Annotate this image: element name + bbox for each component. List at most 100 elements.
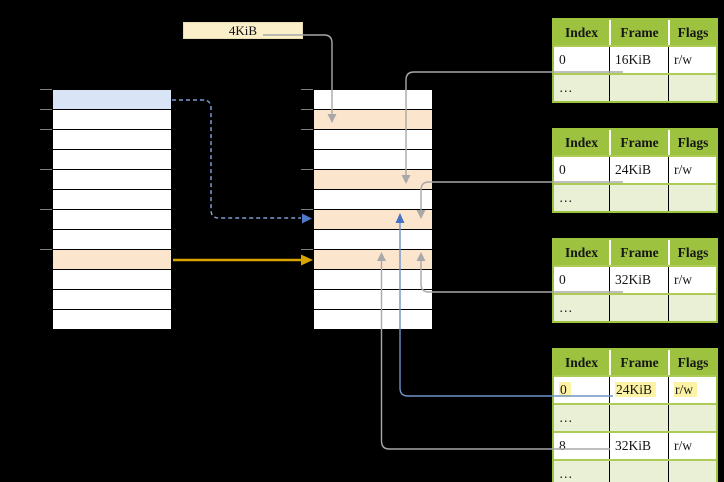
physical-frame-row: [314, 130, 432, 150]
table-cell: 0: [559, 272, 566, 287]
address-tick-physical: [301, 169, 313, 170]
physical-frame-row: [314, 250, 432, 270]
header-cell-flags: Flags: [668, 130, 716, 155]
table-cell: [668, 461, 716, 482]
address-tick-virtual: [40, 169, 52, 170]
header-cell-frame: Frame: [609, 240, 668, 265]
virtual-page-row: [53, 270, 171, 290]
address-tick-virtual: [40, 89, 52, 90]
physical-frame-row: [314, 190, 432, 210]
virtual-memory-map: [52, 89, 172, 330]
highlighted-value: 0: [559, 382, 571, 397]
address-tick-virtual: [40, 249, 52, 250]
physical-frame-row: [314, 310, 432, 329]
highlighted-value: 24KiB: [615, 382, 657, 397]
physical-frame-row: [314, 90, 432, 110]
table-cell: r/w: [668, 377, 716, 403]
table-cell: 0: [559, 162, 566, 177]
table-cell: [609, 405, 668, 431]
table-cell: 0: [554, 377, 609, 403]
table-cell: r/w: [668, 267, 716, 293]
page-table-row: …: [554, 73, 716, 101]
page-table-row: 0 24KiB r/w: [554, 375, 716, 403]
page-table-row: …: [554, 293, 716, 321]
table-cell: …: [559, 410, 573, 425]
header-cell-index: Index: [564, 355, 598, 370]
table-cell: [609, 461, 668, 482]
table-cell: 32KiB: [609, 267, 668, 293]
table-cell: …: [559, 80, 573, 95]
table-cell: …: [559, 300, 573, 315]
header-cell-frame: Frame: [609, 130, 668, 155]
table-cell: …: [559, 466, 573, 481]
virtual-page-row: [53, 290, 171, 310]
table-cell: [668, 295, 716, 321]
header-cell-flags: Flags: [668, 20, 716, 45]
page-size-label: 4KiB: [183, 22, 303, 39]
virtual-page-row: [53, 110, 171, 130]
table-cell: 24KiB: [609, 377, 668, 403]
arrow-virtual-page0-dashed: [172, 99, 312, 224]
address-tick-physical: [301, 249, 313, 250]
header-cell-flags: Flags: [668, 350, 716, 375]
address-tick-virtual: [40, 109, 52, 110]
virtual-page-row: [53, 130, 171, 150]
table-cell: 8: [559, 438, 566, 453]
header-cell-index: Index: [564, 135, 598, 150]
page-table-row: …: [554, 459, 716, 482]
table-cell: r/w: [668, 47, 716, 73]
virtual-page-row: [53, 210, 171, 230]
table-cell: [668, 75, 716, 101]
page-size-text: 4KiB: [228, 23, 258, 38]
table-cell: …: [559, 190, 573, 205]
virtual-page-row: [53, 310, 171, 329]
address-tick-physical: [301, 89, 313, 90]
physical-frame-row: [314, 210, 432, 230]
arrow-virtual-page8-orange: [173, 254, 313, 266]
table-cell: [609, 185, 668, 211]
physical-frame-row: [314, 170, 432, 190]
header-cell-index: Index: [564, 25, 598, 40]
table-cell: [609, 75, 668, 101]
page-table-row: …: [554, 403, 716, 431]
physical-frame-row: [314, 230, 432, 250]
header-cell-index: Index: [564, 245, 598, 260]
physical-memory-map: [313, 89, 433, 330]
table-cell: 24KiB: [609, 157, 668, 183]
table-cell: 16KiB: [609, 47, 668, 73]
virtual-page-row: [53, 230, 171, 250]
table-cell: r/w: [668, 433, 716, 459]
page-table-row: …: [554, 183, 716, 211]
address-tick-virtual: [40, 129, 52, 130]
virtual-page-row: [53, 150, 171, 170]
virtual-page-row: [53, 190, 171, 210]
virtual-page-row: [53, 90, 171, 110]
address-tick-virtual: [40, 209, 52, 210]
header-cell-frame: Frame: [609, 20, 668, 45]
physical-frame-row: [314, 110, 432, 130]
table-cell: 32KiB: [609, 433, 668, 459]
physical-frame-row: [314, 270, 432, 290]
table-cell: [609, 295, 668, 321]
highlighted-value: r/w: [674, 382, 697, 397]
address-tick-physical: [301, 209, 313, 210]
physical-frame-row: [314, 290, 432, 310]
table-cell: r/w: [668, 157, 716, 183]
address-tick-physical: [301, 109, 313, 110]
address-tick-physical: [301, 129, 313, 130]
header-cell-flags: Flags: [668, 240, 716, 265]
table-cell: 0: [559, 52, 566, 67]
